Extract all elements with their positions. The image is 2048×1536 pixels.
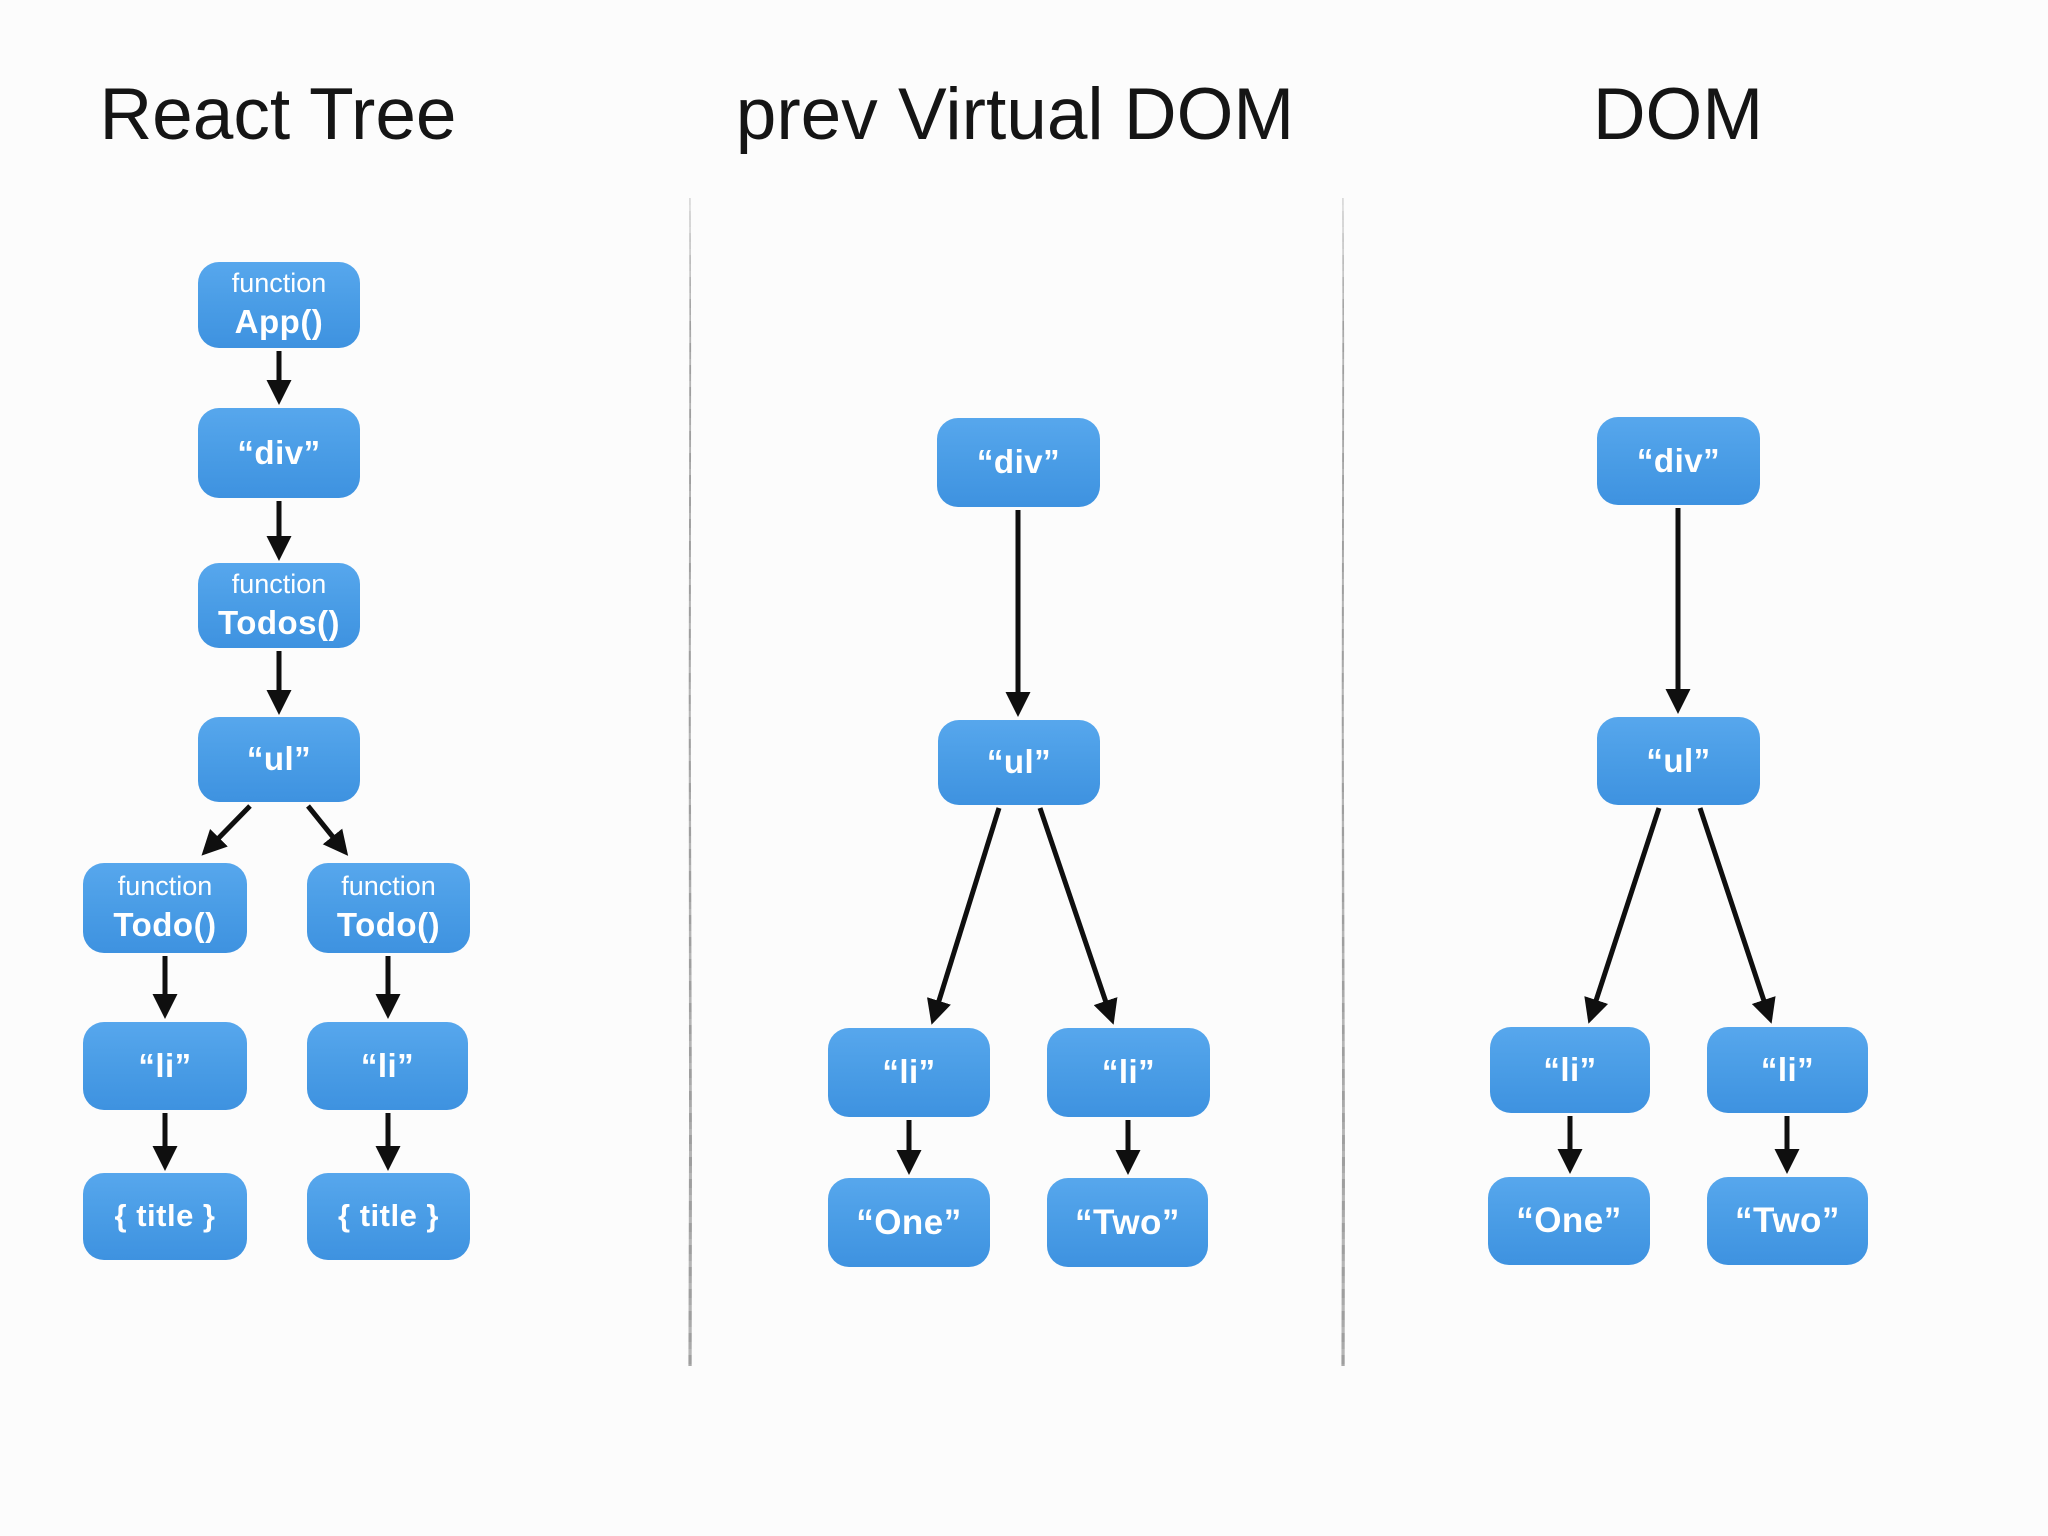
node-dom-two: “Two” [1707, 1177, 1868, 1265]
node-name: “li” [1543, 1050, 1597, 1088]
node-vdom-two: “Two” [1047, 1178, 1208, 1267]
node-function-app: function App() [198, 262, 360, 348]
node-vdom-ul: “ul” [938, 720, 1100, 805]
arrow-ul-to-todo-left [201, 804, 252, 856]
node-react-ul: “ul” [198, 717, 360, 802]
node-name: “ul” [1646, 741, 1711, 779]
node-name: “One” [856, 1202, 962, 1242]
node-kind-label: function [341, 871, 436, 901]
arrow-dom-ul-to-li-right [1697, 807, 1776, 1024]
node-name: “li” [138, 1046, 192, 1084]
node-kind-label: function [117, 871, 213, 901]
node-dom-li-left: “li” [1490, 1027, 1650, 1113]
node-title-expression-right: { title } [307, 1173, 470, 1260]
column-title-dom: DOM [1592, 74, 1764, 155]
node-name: “Two” [1075, 1202, 1180, 1242]
node-name: “Two” [1735, 1201, 1840, 1241]
arrow-ul-to-todo-right [306, 804, 349, 856]
node-vdom-li-right: “li” [1047, 1028, 1210, 1117]
node-vdom-div: “div” [937, 418, 1100, 507]
node-name: “ul” [246, 740, 312, 778]
node-kind-label: function [231, 268, 327, 298]
node-dom-div: “div” [1597, 417, 1760, 505]
column-title-react-tree: React Tree [99, 74, 457, 155]
node-name: “li” [1760, 1050, 1815, 1088]
node-function-todo-left: function Todo() [83, 863, 247, 953]
arrow-vdom-ul-to-li-left [927, 807, 1002, 1025]
node-react-li-right: “li” [307, 1022, 468, 1110]
node-name: “ul” [986, 743, 1052, 781]
column-divider-left [688, 198, 692, 1366]
node-dom-li-right: “li” [1707, 1027, 1868, 1113]
node-name: “div” [237, 433, 321, 471]
node-react-li-left: “li” [83, 1022, 247, 1110]
node-function-todos: function Todos() [198, 563, 360, 648]
node-name: { title } [114, 1198, 216, 1234]
node-dom-ul: “ul” [1597, 717, 1760, 805]
node-function-todo-right: function Todo() [307, 863, 470, 953]
arrow-dom-ul-to-li-left [1584, 807, 1662, 1024]
node-vdom-li-left: “li” [828, 1028, 990, 1117]
node-name: “div” [1636, 441, 1721, 479]
node-name: “li” [882, 1053, 936, 1091]
node-name: “li” [1101, 1053, 1156, 1091]
node-vdom-one: “One” [828, 1178, 990, 1267]
node-kind-label: function [231, 568, 327, 599]
node-name: “li” [360, 1046, 415, 1084]
node-dom-one: “One” [1488, 1177, 1650, 1265]
node-name: Todo() [113, 906, 217, 944]
node-name: “div” [976, 443, 1061, 481]
node-name: App() [234, 303, 324, 341]
node-name: Todo() [336, 906, 441, 944]
arrow-vdom-ul-to-li-right [1037, 807, 1118, 1025]
node-title-expression-left: { title } [83, 1173, 247, 1260]
node-name: Todos() [217, 603, 340, 641]
node-react-div: “div” [198, 408, 360, 498]
node-name: { title } [338, 1198, 439, 1234]
column-title-prev-virtual-dom: prev Virtual DOM [735, 74, 1295, 155]
column-divider-right [1341, 198, 1345, 1366]
node-name: “One” [1516, 1201, 1622, 1241]
